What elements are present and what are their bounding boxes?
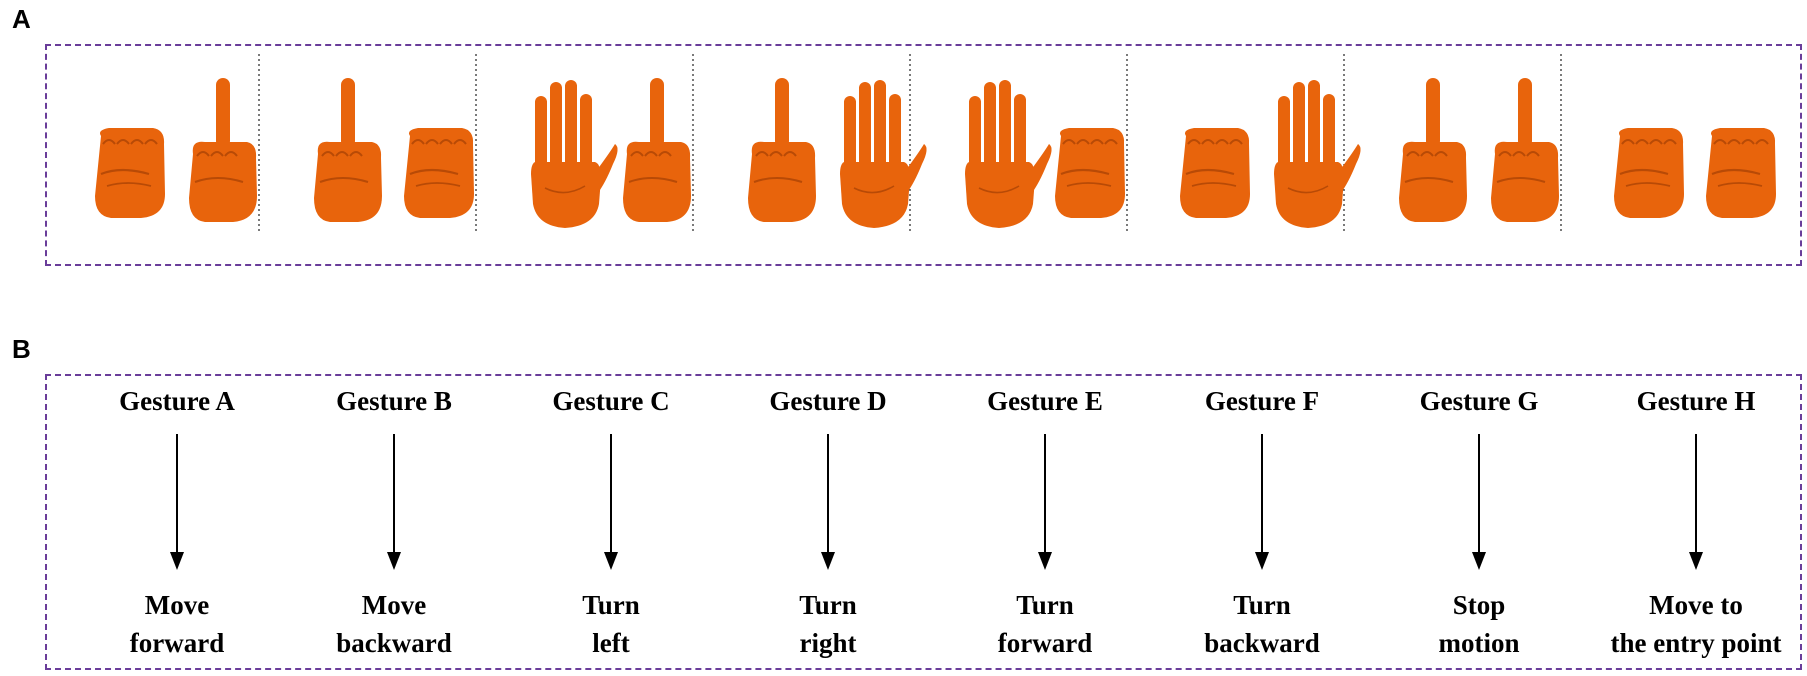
gesture-action: Turn right	[728, 586, 928, 662]
action-line-1: Move	[144, 590, 210, 620]
action-line-2: backward	[1204, 628, 1320, 658]
action-line-2: the entry point	[1610, 628, 1782, 658]
gesture-action: Stop motion	[1379, 586, 1579, 662]
open-palm-icon	[1274, 80, 1361, 228]
action-line-1: Move to	[1649, 590, 1743, 620]
open-palm-icon	[840, 80, 927, 228]
down-arrow-icon	[1038, 434, 1052, 570]
action-line-2: forward	[129, 628, 225, 658]
gesture-mapping-column: Gesture H Move to the entry point	[1596, 376, 1796, 668]
gesture-name: Gesture E	[987, 386, 1103, 416]
index-up-icon	[189, 78, 257, 222]
open-palm-icon	[965, 80, 1052, 228]
gesture-mapping-column: Gesture B Move backward	[294, 376, 494, 668]
gesture-name: Gesture G	[1419, 386, 1539, 416]
gesture-mapping-column: Gesture F Turn backward	[1162, 376, 1362, 668]
action-line-1: Turn	[582, 590, 640, 620]
gesture-action: Turn backward	[1162, 586, 1362, 662]
fist-icon	[1614, 128, 1684, 218]
gesture-mapping-column: Gesture D Turn right	[728, 376, 928, 668]
gesture-action: Move forward	[77, 586, 277, 662]
gesture-name: Gesture H	[1636, 386, 1756, 416]
down-arrow-icon	[1472, 434, 1486, 570]
gesture-name: Gesture A	[119, 386, 235, 416]
action-line-1: Turn	[1016, 590, 1074, 620]
index-up-icon	[1491, 78, 1559, 222]
down-arrow-icon	[604, 434, 618, 570]
gesture-name: Gesture C	[552, 386, 670, 416]
gesture-name: Gesture D	[769, 386, 887, 416]
open-palm-icon	[531, 80, 618, 228]
gesture-mapping-column: Gesture G Stop motion	[1379, 376, 1579, 668]
fist-icon	[1706, 128, 1776, 218]
gesture-mapping-panel: Gesture A Move forward Gesture B Move backwar…	[45, 374, 1802, 670]
index-up-icon	[623, 78, 691, 222]
gesture-mapping-column: Gesture A Move forward	[77, 376, 277, 668]
action-line-1: Turn	[799, 590, 857, 620]
index-up-icon	[1399, 78, 1467, 222]
panel-b-label: B	[12, 334, 31, 364]
action-line-1: Turn	[1233, 590, 1291, 620]
action-line-2: backward	[336, 628, 452, 658]
gesture-name: Gesture F	[1204, 386, 1320, 416]
gesture-mapping-column: Gesture C Turn left	[511, 376, 711, 668]
fist-icon	[1180, 128, 1250, 218]
gesture-mapping-column: Gesture E Turn forward	[945, 376, 1145, 668]
fist-icon	[404, 128, 474, 218]
fist-icon	[95, 128, 165, 218]
gesture-action: Move to the entry point	[1596, 586, 1796, 662]
down-arrow-icon	[170, 434, 184, 570]
action-line-2: forward	[997, 628, 1093, 658]
down-arrow-icon	[387, 434, 401, 570]
action-line-1: Stop	[1452, 590, 1506, 620]
down-arrow-icon	[821, 434, 835, 570]
fist-icon	[1055, 128, 1125, 218]
index-up-icon	[748, 78, 816, 222]
gesture-name: Gesture B	[336, 386, 452, 416]
action-line-2: right	[799, 628, 857, 658]
panel-a-label: A	[12, 4, 31, 34]
gesture-hands-strip	[95, 54, 1776, 234]
action-line-1: Move	[361, 590, 427, 620]
action-line-2: motion	[1438, 628, 1520, 658]
gesture-images-panel	[45, 44, 1802, 266]
action-line-2: left	[592, 628, 630, 658]
down-arrow-icon	[1689, 434, 1703, 570]
gesture-action: Move backward	[294, 586, 494, 662]
down-arrow-icon	[1255, 434, 1269, 570]
gesture-action: Turn forward	[945, 586, 1145, 662]
gesture-action: Turn left	[511, 586, 711, 662]
index-up-icon	[314, 78, 382, 222]
